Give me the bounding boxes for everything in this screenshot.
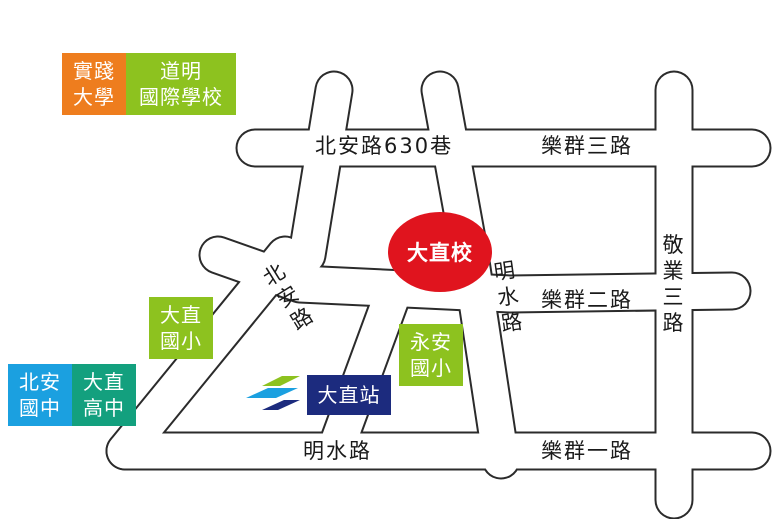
landmark-dazhi-elementary: 大直 國小 (149, 297, 213, 359)
landmark-yongan-line1: 永安 (410, 330, 452, 354)
dazhi-campus-label: 大直校 (407, 241, 473, 265)
landmark-yongan-elementary: 永安 國小 (399, 324, 463, 386)
landmark-daoming-school: 道明 國際學校 (126, 53, 236, 115)
landmark-beian-junior-high: 北安 國中 (8, 364, 72, 426)
landmark-shijian-university: 實踐 大學 (62, 53, 126, 115)
landmark-station-label: 大直站 (317, 383, 381, 407)
road-label-lequn-3: 樂群三路 (541, 134, 633, 158)
road-label-lequn-2: 樂群二路 (541, 288, 633, 312)
landmark-dazhi-hs-line2: 高中 (83, 396, 125, 420)
landmark-shijian-line2: 大學 (73, 85, 115, 109)
landmark-daoming-line1: 道明 (160, 59, 202, 83)
road-label-mingshui-horizontal: 明水路 (303, 439, 372, 463)
landmark-daoming-line2: 國際學校 (139, 85, 223, 109)
landmark-yongan-line2: 國小 (410, 356, 452, 380)
landmark-dazhi-station: 大直站 (307, 375, 391, 415)
landmark-dazhi-elem-line1: 大直 (160, 303, 202, 327)
landmark-beian-jh-line2: 國中 (19, 396, 61, 420)
road-label-jingye-3: 敬業三路 (662, 233, 684, 335)
road-label-beian-630: 北安路630巷 (315, 134, 454, 158)
dazhi-campus-marker: 大直校 (388, 212, 492, 292)
metro-logo-icon (246, 376, 300, 410)
landmark-shijian-line1: 實踐 (73, 59, 115, 83)
road-label-lequn-1: 樂群一路 (541, 439, 633, 463)
landmark-beian-jh-line1: 北安 (19, 370, 61, 394)
landmark-dazhi-high-school: 大直 高中 (72, 364, 136, 426)
landmark-dazhi-hs-line1: 大直 (83, 370, 125, 394)
landmark-dazhi-elem-line2: 國小 (160, 329, 202, 353)
